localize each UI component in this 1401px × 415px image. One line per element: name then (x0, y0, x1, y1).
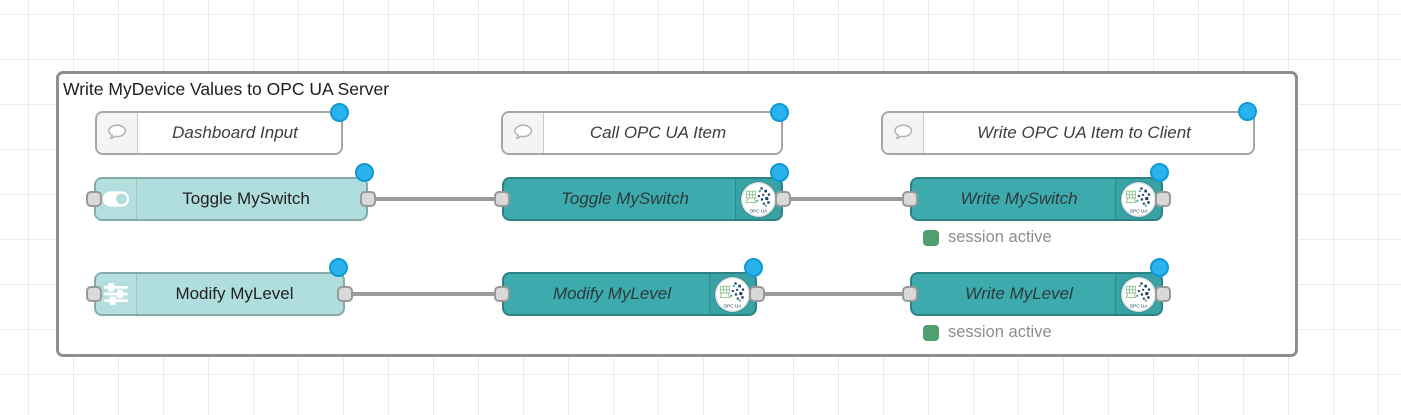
node-label: Write MySwitch (960, 189, 1078, 208)
output-port[interactable] (1155, 191, 1171, 207)
node-icon-area (96, 179, 137, 219)
changed-indicator-dot (770, 103, 789, 122)
node-label: Modify MyLevel (552, 284, 672, 303)
node-toggle-myswitch-dashboard[interactable]: Toggle MySwitch (94, 177, 368, 221)
sliders-icon (99, 274, 133, 314)
opcua-logo-icon (741, 181, 776, 217)
node-write-myswitch[interactable]: Write MySwitch (910, 177, 1163, 221)
node-icon-area (1115, 274, 1161, 314)
comment-icon-area (503, 113, 544, 153)
node-label: Write MyLevel (965, 284, 1073, 303)
node-icon-area (1115, 179, 1161, 219)
wire-toggle-call-to-write[interactable] (783, 197, 910, 201)
wire-toggle-dashboard-to-call[interactable] (368, 197, 502, 201)
comment-node-write-opcua-item[interactable]: Write OPC UA Item to Client (881, 111, 1255, 155)
changed-indicator-dot (1150, 258, 1169, 277)
opcua-logo-icon (1121, 181, 1156, 217)
changed-indicator-dot (355, 163, 374, 182)
comment-bubble-icon (100, 113, 134, 153)
node-label: Modify MyLevel (175, 284, 294, 303)
changed-indicator-dot (770, 163, 789, 182)
comment-label: Dashboard Input (172, 123, 298, 142)
node-icon-area (96, 274, 137, 314)
node-icon-area (735, 179, 781, 219)
changed-indicator-dot (744, 258, 763, 277)
comment-icon-area (883, 113, 924, 153)
status-text: session active (948, 323, 1052, 341)
opcua-logo-icon (715, 276, 750, 312)
input-port[interactable] (902, 286, 918, 302)
opcua-logo-icon (1121, 276, 1156, 312)
input-port[interactable] (86, 286, 102, 302)
node-label: Toggle MySwitch (182, 189, 310, 208)
status-dot-green (923, 229, 939, 246)
node-modify-mylevel-opcua-call[interactable]: Modify MyLevel (502, 272, 757, 316)
comment-node-dashboard-input[interactable]: Dashboard Input (95, 111, 343, 155)
wire-level-dashboard-to-call[interactable] (345, 292, 502, 296)
changed-indicator-dot (1238, 102, 1257, 121)
group-title: Write MyDevice Values to OPC UA Server (63, 79, 390, 99)
comment-node-call-opcua-item[interactable]: Call OPC UA Item (501, 111, 783, 155)
node-status-session: session active (923, 228, 1052, 247)
comment-icon-area (97, 113, 138, 153)
changed-indicator-dot (329, 258, 348, 277)
node-status-session: session active (923, 323, 1052, 342)
comment-label: Write OPC UA Item to Client (977, 123, 1191, 142)
output-port[interactable] (360, 191, 376, 207)
input-port[interactable] (494, 286, 510, 302)
comment-bubble-icon (506, 113, 540, 153)
comment-label: Call OPC UA Item (589, 123, 727, 142)
status-text: session active (948, 228, 1052, 246)
changed-indicator-dot (1150, 163, 1169, 182)
changed-indicator-dot (330, 103, 349, 122)
output-port[interactable] (749, 286, 765, 302)
node-icon-area (709, 274, 755, 314)
input-port[interactable] (494, 191, 510, 207)
toggle-switch-icon (99, 179, 133, 219)
status-dot-green (923, 324, 939, 341)
node-write-mylevel[interactable]: Write MyLevel (910, 272, 1163, 316)
node-toggle-myswitch-opcua-call[interactable]: Toggle MySwitch (502, 177, 783, 221)
output-port[interactable] (775, 191, 791, 207)
input-port[interactable] (902, 191, 918, 207)
node-modify-mylevel-dashboard[interactable]: Modify MyLevel (94, 272, 345, 316)
output-port[interactable] (1155, 286, 1171, 302)
output-port[interactable] (337, 286, 353, 302)
node-label: Toggle MySwitch (561, 189, 689, 208)
input-port[interactable] (86, 191, 102, 207)
comment-bubble-icon (886, 113, 920, 153)
wire-level-call-to-write[interactable] (757, 292, 910, 296)
